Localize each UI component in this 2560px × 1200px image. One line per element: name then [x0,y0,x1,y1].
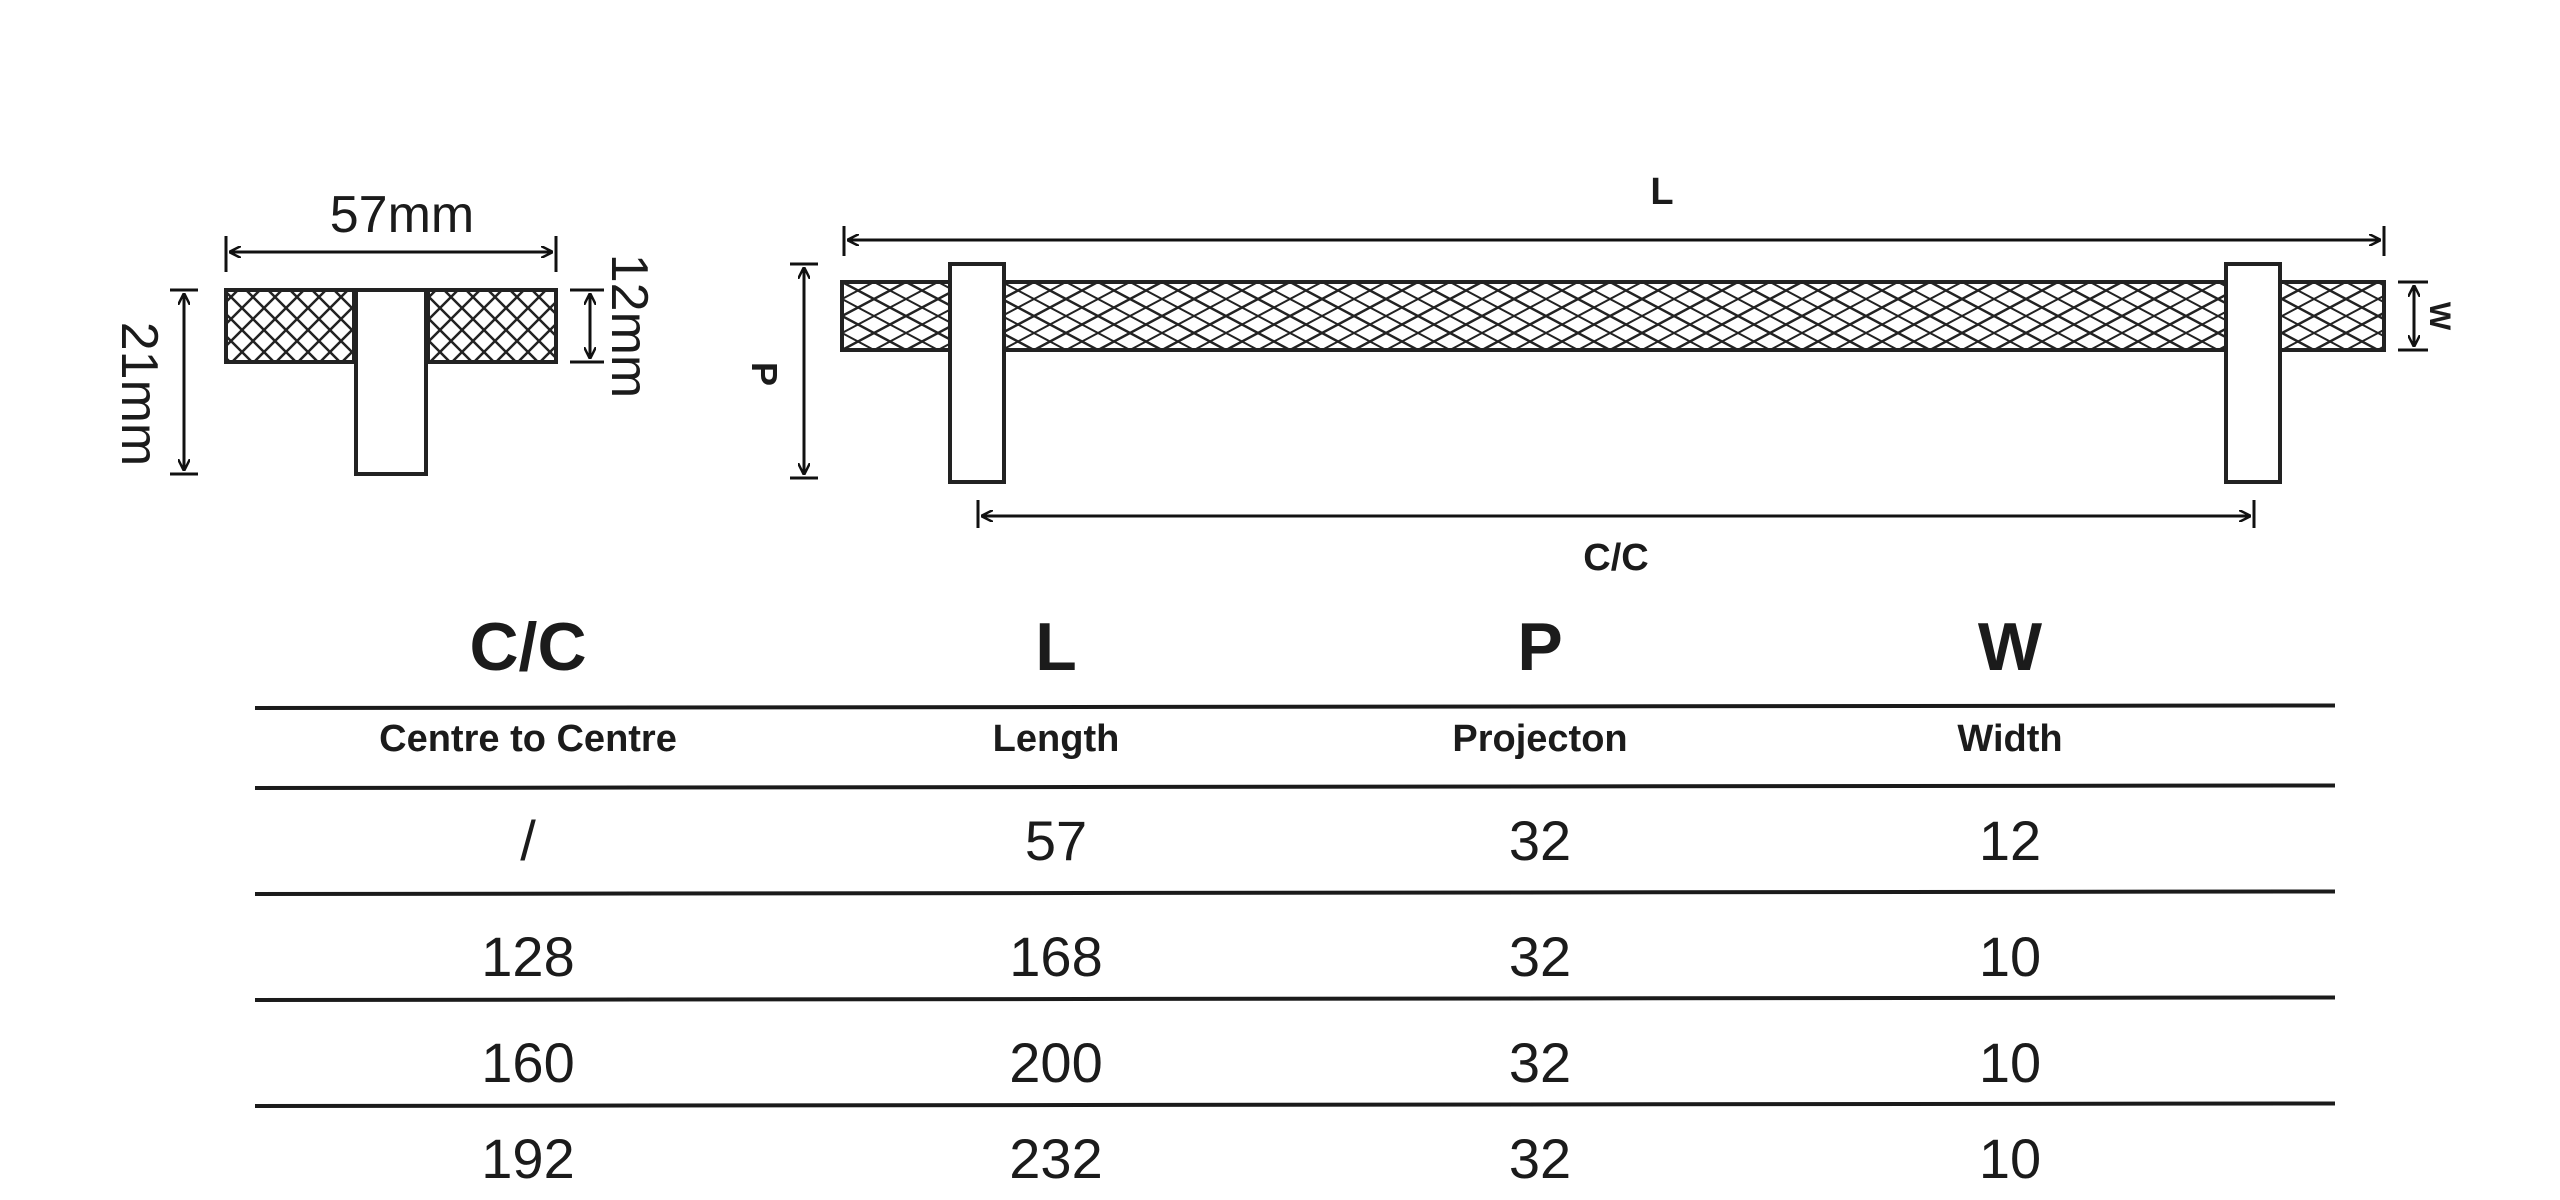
column-code: W [1977,609,2043,685]
table-cell: 12 [1978,809,2042,872]
table-cell: 192 [481,1127,575,1190]
handle-centre-label: C/C [1583,537,1648,579]
handle-width-label: W [2423,302,2456,331]
knob-depth-label: 21mm [110,322,168,466]
handle-bar [840,280,2386,352]
table-cell: 10 [1978,1127,2042,1190]
table-cell: 200 [1009,1031,1103,1094]
knob-stem [354,288,428,476]
table-cell: 160 [481,1031,575,1094]
column-name: Length [992,718,1120,760]
table-rule [254,783,2336,790]
table-cell: 10 [1978,1031,2042,1094]
handle-projection-label: P [744,362,785,386]
column-name: Projecton [1452,718,1628,760]
knob-width-label: 57mm [330,186,474,244]
table-cell: 168 [1009,925,1103,988]
knob-cap-left [224,288,356,364]
column-name: Centre to Centre [379,718,677,760]
table-cell: / [520,809,536,872]
knob-height-label: 12mm [600,254,658,398]
table-rule [254,995,2336,1002]
handle-post-right [2224,262,2282,484]
table-cell: 32 [1508,1031,1572,1094]
table-cell: 57 [1024,809,1088,872]
knob-view: 57mm 12mm 21mm [110,186,658,476]
column-code: C/C [469,609,587,685]
handle-length-label: L [1650,171,1673,213]
table-rule [254,703,2336,710]
handle-view: L P W C/C [744,171,2456,579]
table-cell: 128 [481,925,575,988]
table-cell: 10 [1978,925,2042,988]
table-rule [254,1101,2336,1108]
column-code: P [1517,609,1563,685]
column-name: Width [1957,718,2063,760]
table-rule [254,889,2336,896]
spec-table: C/C L P W Centre to Centre Length Projec… [0,560,2560,1200]
technical-drawing: 57mm 12mm 21mm L P W C/C [110,171,2456,579]
table-cell: 32 [1508,1127,1572,1190]
table-cell: 232 [1009,1127,1103,1190]
knob-cap-right [426,288,558,364]
table-cell: 32 [1508,809,1572,872]
table-cell: 32 [1508,925,1572,988]
column-code: L [1035,609,1077,685]
handle-post-left [948,262,1006,484]
